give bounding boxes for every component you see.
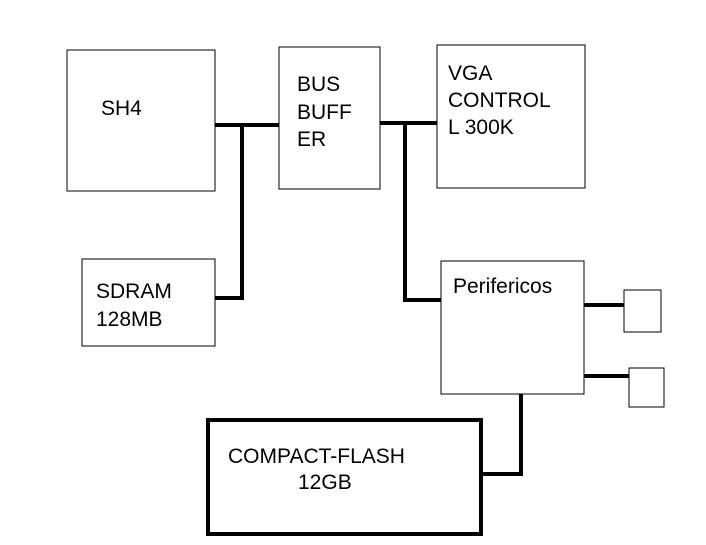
compact-flash-block [206, 418, 483, 536]
compact-flash-label-line-1: COMPACT-FLASH [228, 445, 405, 468]
sdram-block [81, 258, 216, 347]
vga-controller-block [436, 44, 586, 189]
sh4-label: SH4 [101, 97, 142, 120]
vga-controller-label-line-1: VGA [448, 62, 492, 85]
perifericos-label: Perifericos [453, 275, 552, 298]
compact-flash-label-line-2: 12GB [298, 471, 352, 494]
bus-buffer-label-line-3: ER [297, 128, 326, 151]
sdram-label-line-1: SDRAM [96, 280, 172, 303]
bus-buffer-block [278, 46, 381, 190]
bus-buffer-label-line-2: BUFF [297, 101, 352, 124]
perifericos-block [440, 260, 585, 395]
peripheral-port-1 [623, 289, 662, 333]
vga-controller-label-line-3: L 300K [448, 116, 514, 139]
perifericos-bus-wire [403, 123, 441, 302]
sdram-bus-wire [215, 125, 244, 300]
vga-controller-label-line-2: CONTROL [448, 89, 551, 112]
sdram-label-line-2: 128MB [96, 308, 163, 331]
sh4-block [66, 49, 216, 192]
bus-buffer-label-line-1: BUS [297, 73, 340, 96]
peripheral-port-2 [628, 367, 665, 408]
compact-flash-wire [481, 394, 523, 476]
